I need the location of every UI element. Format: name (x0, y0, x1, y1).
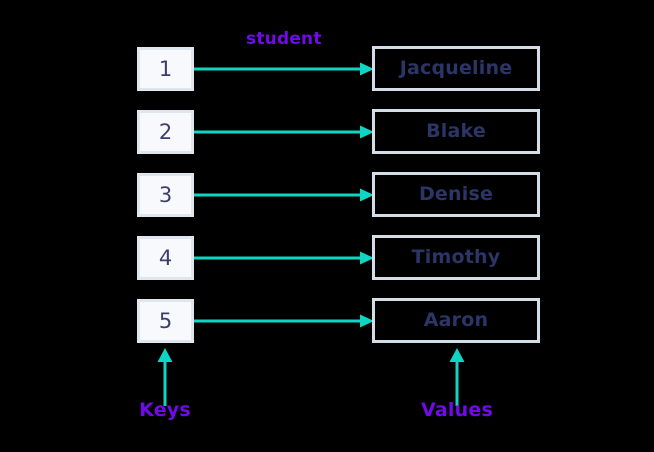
key-box-3[interactable]: 3 (137, 173, 194, 217)
value-label-4: Timothy (411, 246, 501, 268)
value-box-3[interactable]: Denise (372, 172, 540, 217)
value-label-1: Jacqueline (399, 57, 513, 79)
value-label-3: Denise (418, 183, 494, 205)
arrow-right-icon-row-3 (194, 188, 374, 202)
arrow-right-icon-row-2 (194, 125, 374, 139)
key-box-5[interactable]: 5 (137, 299, 194, 343)
key-label-5: 5 (158, 308, 173, 333)
arrow-right-icon-row-5 (194, 314, 374, 328)
arrow-right-icon-row-4 (194, 251, 374, 265)
key-label-2: 2 (158, 119, 173, 144)
value-box-1[interactable]: Jacqueline (372, 46, 540, 91)
arrow-up-icon-values (449, 348, 465, 406)
legend-label-keys: Keys (139, 399, 191, 421)
key-label-3: 3 (158, 182, 173, 207)
key-box-4[interactable]: 4 (137, 236, 194, 280)
key-box-2[interactable]: 2 (137, 110, 194, 154)
arrow-right-icon-row-1 (194, 62, 374, 76)
key-label-4: 4 (158, 245, 173, 270)
value-box-4[interactable]: Timothy (372, 235, 540, 280)
key-box-1[interactable]: 1 (137, 47, 194, 91)
relation-label-student: student (246, 29, 322, 49)
arrow-up-icon-keys (157, 348, 173, 406)
value-box-5[interactable]: Aaron (372, 298, 540, 343)
key-label-1: 1 (158, 56, 173, 81)
value-label-2: Blake (426, 120, 486, 142)
value-label-5: Aaron (423, 309, 489, 331)
legend-label-values: Values (421, 399, 493, 421)
value-box-2[interactable]: Blake (372, 109, 540, 154)
